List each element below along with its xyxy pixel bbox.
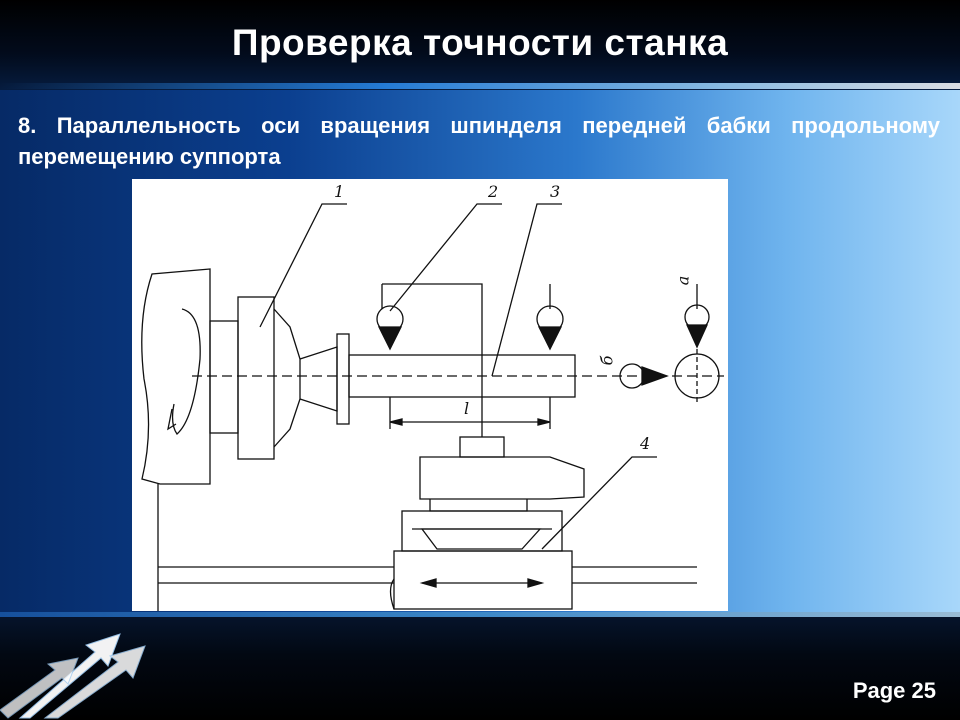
indicator-right-tip (537, 326, 563, 351)
dimension-arrow-right (537, 418, 551, 426)
saddle-arrowhead-right (527, 578, 545, 588)
inset-a-tip (685, 324, 709, 349)
dovetail (420, 528, 542, 550)
leader-3 (491, 203, 562, 377)
carriage-step (429, 499, 528, 512)
indicator-holder-frame (382, 283, 483, 437)
headstock-curl-tail (167, 408, 177, 431)
lathe-drawing (141, 203, 724, 611)
carriage-top (419, 456, 585, 500)
leader-1 (259, 203, 347, 328)
chuck-taper (273, 308, 301, 448)
saddle (393, 550, 573, 610)
slide-subtitle: 8. Параллельность оси вращения шпинделя … (18, 113, 940, 169)
label-length: l (464, 399, 470, 418)
headstock-curl (171, 308, 201, 435)
logo-arrow-2 (43, 645, 146, 719)
spindle-taper (299, 346, 338, 412)
arrows-logo-icon (0, 633, 146, 719)
page-number: Page 25 (852, 678, 936, 703)
label-direction-b: б (597, 355, 617, 366)
bottom-band (0, 612, 960, 720)
chuck-body (237, 296, 275, 460)
logo-arrow-3 (0, 657, 79, 719)
lathe-diagram: 1 2 3 4 l a б (132, 179, 728, 611)
slide-title: Проверка точности станка (231, 22, 729, 63)
saddle-arrowhead-left (419, 578, 437, 588)
top-band (0, 0, 960, 90)
label-direction-a: a (673, 275, 693, 286)
headstock-housing (141, 268, 211, 485)
label-part-2: 2 (488, 182, 499, 201)
saddle-break-left (389, 578, 395, 610)
label-part-1: 1 (334, 182, 345, 201)
spindle-collar (336, 333, 350, 425)
spindle-flange (209, 320, 239, 434)
indicator-2-tip (377, 326, 403, 351)
inset-b-tip (641, 366, 669, 386)
carriage-post (459, 436, 505, 458)
leader-4 (541, 456, 657, 550)
label-part-3: 3 (550, 182, 561, 201)
bottom-accent-line (0, 612, 960, 617)
label-part-4: 4 (640, 434, 651, 453)
dimension-arrow-left (389, 418, 403, 426)
leader-2 (389, 203, 502, 312)
top-accent-line (0, 83, 960, 89)
